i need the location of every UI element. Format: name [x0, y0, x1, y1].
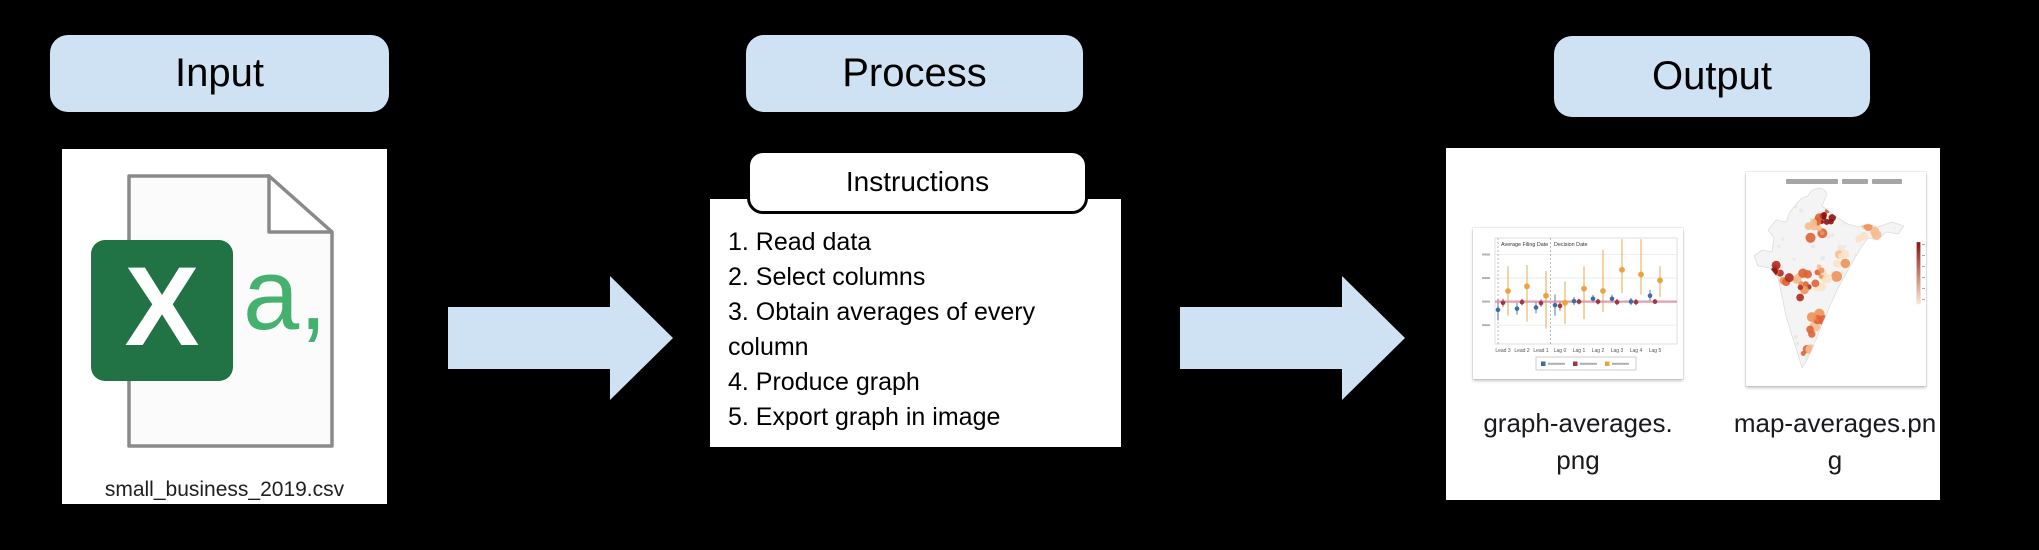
map-file-name-line2: g: [1827, 445, 1843, 475]
svg-text:Lead 1: Lead 1: [1533, 348, 1549, 354]
svg-text:Lag 2: Lag 2: [1592, 348, 1605, 354]
svg-text:Lag 0: Lag 0: [1554, 348, 1567, 354]
instruction-line: 3. Obtain averages of every: [728, 298, 1036, 326]
input-file-name: small_business_2019.csv: [104, 478, 345, 501]
svg-text:Lag 4: Lag 4: [1630, 348, 1643, 354]
csv-comma-glyph: a,: [243, 239, 328, 351]
instructions-title: Instructions: [845, 166, 990, 197]
process-stage-badge: Process: [746, 35, 1083, 112]
arrow-input-to-process-icon: [448, 276, 673, 400]
input-file-card: X a, small_business_2019.csv: [62, 149, 387, 504]
svg-text:Lag 3: Lag 3: [1611, 348, 1624, 354]
excel-letter: X: [124, 243, 200, 369]
instructions-list: 1. Read data 2. Select columns 3. Obtain…: [728, 225, 1035, 435]
output-stage-badge: Output: [1554, 36, 1870, 117]
graph-file-name-line1: graph-averages.: [1483, 408, 1673, 438]
map-file-name: map-averages.pn g: [1715, 405, 1955, 479]
svg-text:Lag 1: Lag 1: [1573, 348, 1586, 354]
page-fold: [267, 174, 334, 234]
map-averages-thumbnail: [1746, 172, 1926, 386]
instruction-line: 2. Select columns: [728, 263, 926, 291]
instruction-line: 4. Produce graph: [728, 368, 920, 396]
process-instructions-card: 1. Read data 2. Select columns 3. Obtain…: [710, 199, 1121, 447]
map-file-name-line1: map-averages.pn: [1733, 408, 1937, 438]
excel-x-icon: X: [91, 240, 233, 381]
svg-text:Decision Date: Decision Date: [1554, 242, 1588, 248]
instruction-line: 1. Read data: [728, 228, 872, 256]
instruction-line: column: [728, 333, 809, 361]
graph-file-name: graph-averages. png: [1458, 405, 1698, 479]
instruction-line: 5. Export graph in image: [728, 403, 1001, 431]
svg-text:Lead 3: Lead 3: [1495, 348, 1511, 354]
svg-text:Lag 5: Lag 5: [1649, 348, 1662, 354]
graph-file-name-line2: png: [1556, 445, 1600, 475]
arrow-process-to-output-icon: [1180, 276, 1405, 400]
input-stage-badge: Input: [50, 35, 389, 112]
svg-text:Lead 2: Lead 2: [1514, 348, 1530, 354]
svg-text:Average Filing Date: Average Filing Date: [1501, 242, 1548, 248]
instructions-title-box: Instructions: [747, 150, 1088, 214]
